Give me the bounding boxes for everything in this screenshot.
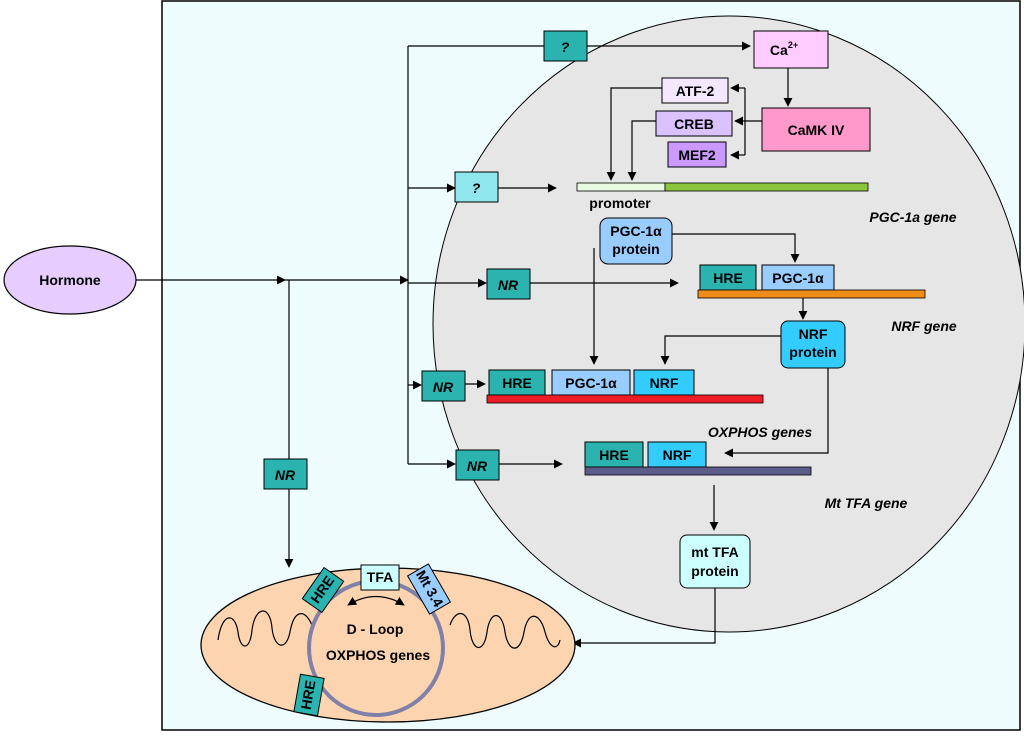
- dloop-label: D - Loop: [347, 621, 404, 637]
- atf2-to-promoter-arrow: [606, 87, 662, 181]
- pgc1a-to-nrf-gene-arrow: [672, 233, 800, 263]
- nrf-protein-line1: NRF: [799, 326, 828, 342]
- nr-label-1: NR: [498, 277, 519, 293]
- nr-box-1: [486, 268, 531, 300]
- nrf-protein-to-oxphos-arrow: [660, 335, 781, 365]
- nrf-gene-hre-label: HRE: [713, 270, 743, 286]
- nr-box-2: [421, 370, 466, 402]
- mito-hre-bottom-label: HRE: [298, 679, 319, 711]
- oxphos-hre-label: HRE: [502, 375, 532, 391]
- unknown-label-2: ?: [472, 180, 481, 196]
- mttfa-nrf-label: NRF: [663, 447, 692, 463]
- dloop-arrow: [347, 595, 405, 606]
- mttfa-to-mito-arrow: [572, 588, 716, 648]
- nrf-gene-pgc-label: PGC-1α: [772, 270, 824, 286]
- camk-label: CaMK IV: [788, 122, 845, 138]
- mito-oxphos-label: OXPHOS genes: [326, 647, 430, 663]
- oxphos-gene-label: OXPHOS genes: [708, 424, 812, 440]
- mito-tfa-label: TFA: [367, 569, 393, 585]
- pgc1a-protein-line1: PGC-1α: [610, 223, 662, 239]
- pgc1a-protein-box: [599, 217, 673, 265]
- mito-hre-bottom-box: [293, 673, 325, 717]
- camk-box: [761, 107, 871, 152]
- promoter-region: [576, 182, 666, 192]
- mttfa-protein-line2: protein: [691, 563, 738, 579]
- oxphos-hre-box: [488, 369, 546, 396]
- mito-hre-top-box: [301, 566, 345, 614]
- mttfa-nrf-box: [647, 441, 707, 468]
- oxphos-pgc-box: [551, 369, 631, 396]
- nr-label-mito: NR: [275, 467, 296, 483]
- mttfa-protein-box: [679, 534, 751, 589]
- pgc1a-gene-label: PGC-1a gene: [869, 209, 956, 225]
- nrf-gene-hre-box: [699, 264, 757, 291]
- unknown-box-2: [454, 171, 499, 203]
- mttfa-gene-bar: [584, 466, 812, 476]
- calcium-sup: 2+: [788, 40, 798, 50]
- creb-label: CREB: [674, 116, 714, 132]
- calcium-label: Ca2+: [770, 40, 798, 58]
- nrf-gene-bar: [697, 289, 926, 299]
- calcium-base: Ca: [770, 42, 788, 58]
- nr-label-3: NR: [467, 458, 488, 474]
- cristae-right: [449, 613, 561, 649]
- creb-box: [655, 110, 733, 137]
- mito-tfa-box: [360, 564, 400, 591]
- mef2-box: [667, 141, 727, 168]
- unknown-label-1: ?: [561, 39, 570, 55]
- oxphos-nrf-label: NRF: [650, 375, 679, 391]
- pgc1a-protein-line2: protein: [612, 241, 659, 257]
- creb-to-promoter-arrow: [627, 120, 656, 181]
- nrf-gene-label: NRF gene: [891, 318, 957, 334]
- nr-box-mito: [263, 458, 308, 490]
- promoter-label: promoter: [589, 195, 651, 211]
- mito-hre-top: HRE: [301, 566, 345, 614]
- mttfa-hre-box: [584, 441, 644, 468]
- unknown-box-1: [543, 30, 588, 62]
- nrf-gene-pgc-box: [761, 264, 835, 291]
- nr-label-2: NR: [433, 379, 454, 395]
- nrf-protein-box: [780, 320, 846, 369]
- mef2-label: MEF2: [678, 147, 716, 163]
- mttfa-hre-label: HRE: [599, 447, 629, 463]
- mito-mt34-box: [406, 563, 452, 615]
- mttfa-gene-label: Mt TFA gene: [825, 495, 908, 511]
- atf2-label: ATF-2: [676, 83, 715, 99]
- calcium-box: [753, 30, 829, 69]
- oxphos-nrf-box: [633, 369, 695, 396]
- nrf-protein-line2: protein: [789, 344, 836, 360]
- mito-hre-bottom: HRE: [293, 673, 325, 717]
- atf2-box: [661, 77, 729, 104]
- oxphos-pgc-label: PGC-1α: [565, 375, 617, 391]
- nrf-protein-to-mttfa-arrow: [724, 368, 829, 458]
- mttfa-protein-line1: mt TFA: [691, 544, 738, 560]
- nucleus: [432, 15, 1024, 633]
- nr-box-3: [455, 449, 500, 481]
- cristae-left: [217, 610, 313, 647]
- oxphos-gene-bar: [486, 394, 764, 404]
- hormone-label: Hormone: [39, 272, 101, 288]
- pgc1a-gene-bar: [664, 182, 869, 192]
